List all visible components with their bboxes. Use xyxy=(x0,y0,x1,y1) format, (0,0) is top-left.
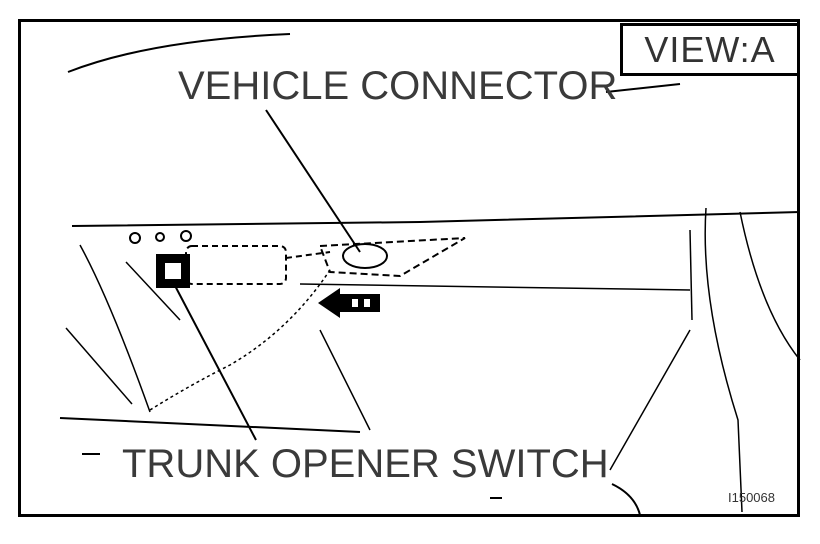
arrow-left-icon xyxy=(318,288,380,318)
bolt-2 xyxy=(155,232,165,242)
body-contour-right-2 xyxy=(739,211,801,361)
rail-connector xyxy=(285,251,331,259)
view-label: VIEW:A xyxy=(644,28,776,70)
bolt-1 xyxy=(129,232,141,244)
body-contour-right-1 xyxy=(704,207,743,513)
figure-code: I150068 xyxy=(728,490,775,505)
diagram-frame xyxy=(18,19,800,517)
trim-line-2 xyxy=(65,327,133,405)
bolt-3 xyxy=(180,230,192,242)
trim-line-1 xyxy=(79,244,151,413)
switch-face xyxy=(165,263,181,279)
connector-plug xyxy=(342,243,388,269)
bracket-curve xyxy=(611,483,641,516)
wire-harness xyxy=(149,269,331,411)
leader-bracket-lower xyxy=(609,329,691,471)
panel-mid-edge xyxy=(299,283,691,291)
panel-upper-edge xyxy=(71,211,801,227)
leader-view-box xyxy=(605,83,681,93)
vehicle-connector-label: VEHICLE CONNECTOR xyxy=(178,64,618,108)
vehicle-connector xyxy=(318,237,466,278)
opener-rail xyxy=(185,245,287,285)
trunk-opener-switch-label: TRUNK OPENER SWITCH xyxy=(122,442,609,486)
leader-vehicle-connector xyxy=(265,109,361,253)
leader-trunk-opener-switch xyxy=(171,279,257,441)
body-contour-top xyxy=(67,33,291,73)
view-label-box: VIEW:A xyxy=(620,23,800,76)
trim-line-4 xyxy=(319,329,371,431)
panel-lower-edge xyxy=(59,417,361,433)
trim-line-3 xyxy=(125,261,181,321)
body-contour-right-3 xyxy=(689,229,693,321)
